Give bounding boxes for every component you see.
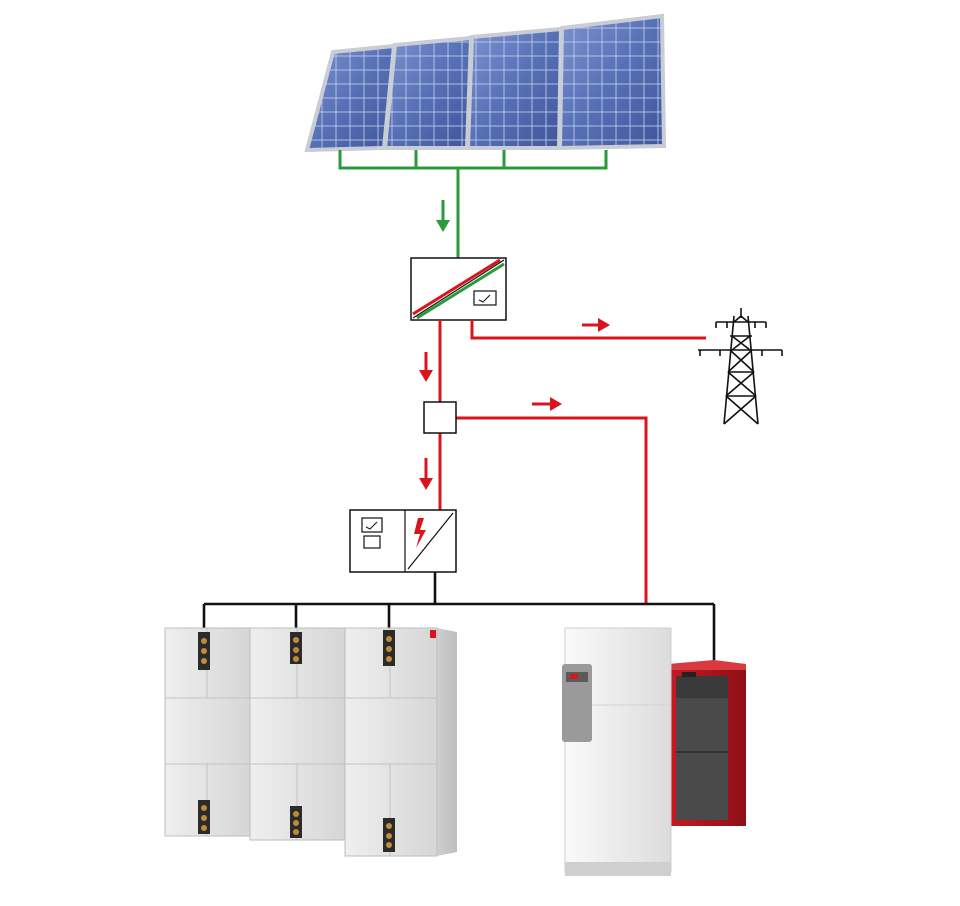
flow-arrow-junction-to-heat-pump: [532, 397, 562, 411]
flow-arrow-solar-to-inverter: [436, 200, 450, 232]
flow-arrow-junction-to-controller: [419, 458, 433, 490]
meter-icon: [361, 517, 383, 549]
battery-stack-icon: [164, 627, 457, 857]
battery-inverter-icon: [349, 509, 457, 573]
ac-power-wiring: [438, 320, 706, 604]
solar-dc-wiring: [338, 150, 608, 258]
transmission-tower-icon: [698, 308, 783, 425]
heat-pump-icon: [562, 627, 672, 876]
solar-panel-array: [304, 13, 667, 153]
flow-arrow-inverter-to-junction: [419, 352, 433, 382]
heat-pump-control-panel: [562, 664, 592, 742]
junction-box-icon: [423, 401, 457, 434]
boiler-icon: [668, 660, 746, 826]
flow-arrow-inverter-to-grid: [582, 318, 610, 332]
meter-icon: [473, 290, 497, 306]
lightning-icon: [414, 518, 426, 548]
control-bus-wiring: [202, 572, 716, 664]
inverter-icon: [410, 257, 507, 321]
